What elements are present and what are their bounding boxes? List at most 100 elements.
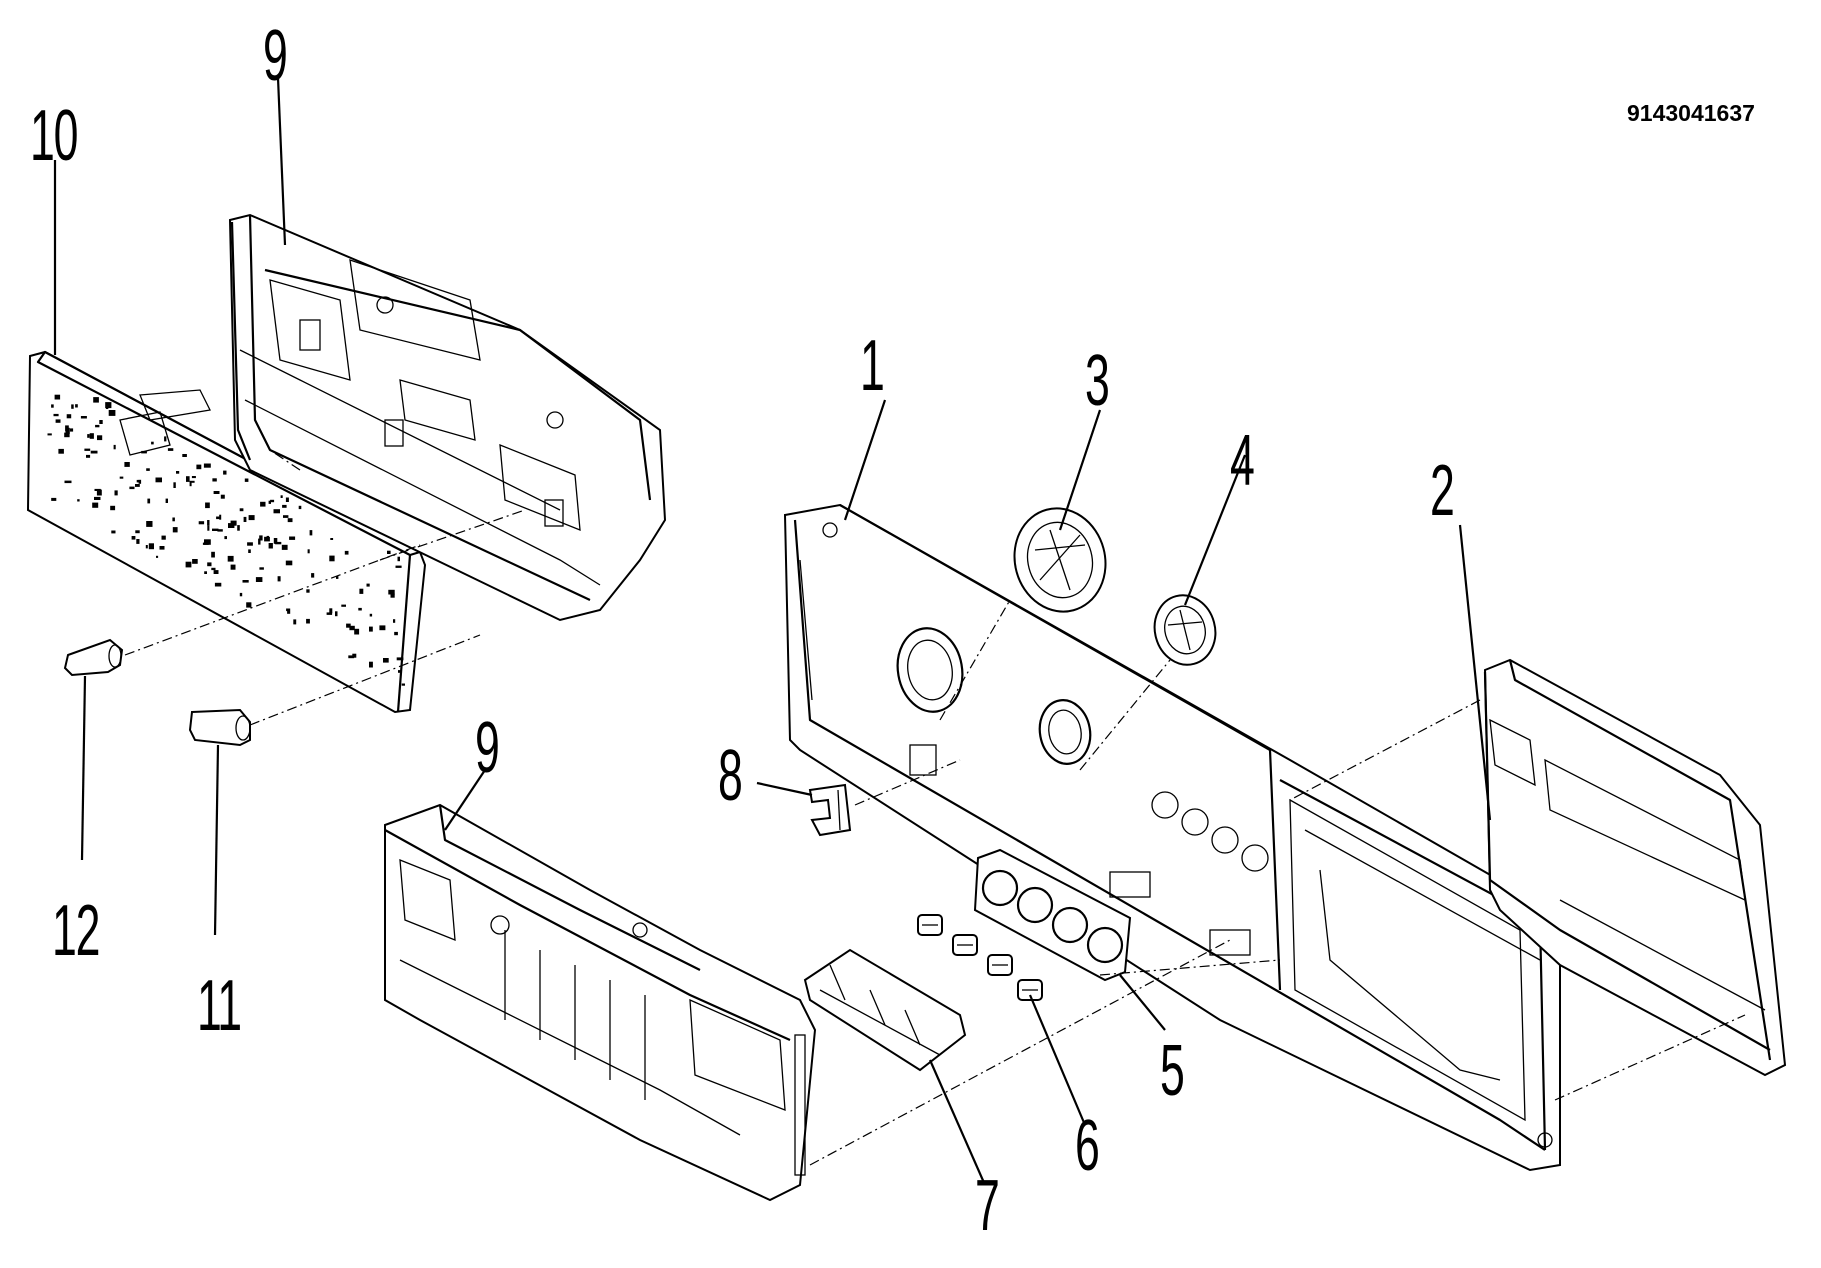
- pcb-component: [97, 435, 103, 441]
- callout-4: 4: [1230, 421, 1255, 501]
- pcb-component: [398, 670, 402, 673]
- pcb-component: [176, 471, 180, 474]
- callout-1: 1: [860, 326, 885, 406]
- pcb-component: [336, 576, 339, 579]
- pcb-component: [94, 496, 101, 500]
- pcb-component: [211, 567, 216, 571]
- pcb-component: [172, 517, 175, 522]
- pcb-component: [379, 625, 386, 631]
- pcb-component: [69, 428, 74, 432]
- pcb-component: [119, 476, 124, 479]
- pcb-component: [369, 626, 373, 632]
- part-5-button-carrier: [973, 848, 1132, 982]
- pcb-component: [311, 573, 315, 578]
- pcb-component: [248, 515, 255, 521]
- pcb-component: [205, 502, 210, 509]
- pcb-component: [359, 588, 364, 594]
- pcb-component: [212, 478, 217, 482]
- pcb-component: [165, 498, 168, 503]
- pcb-component: [220, 494, 225, 499]
- pcb-component: [198, 521, 205, 525]
- pcb-component: [124, 462, 130, 467]
- pcb-component: [207, 525, 210, 531]
- pcb-component: [344, 550, 349, 555]
- pcb-component: [369, 661, 373, 668]
- pcb-component: [230, 564, 236, 570]
- pcb-component: [273, 509, 280, 514]
- pcb-component: [346, 623, 351, 628]
- pcb-component: [135, 484, 140, 487]
- pcb-component: [131, 536, 136, 540]
- pcb-component: [156, 555, 159, 558]
- pcb-component: [138, 479, 142, 484]
- pcb-component: [401, 683, 405, 686]
- pcb-component: [111, 530, 116, 534]
- pcb-component: [306, 589, 310, 593]
- pcb-component: [173, 482, 176, 488]
- pcb-component: [352, 653, 357, 658]
- callout-2: 2: [1430, 451, 1455, 531]
- pcb-component: [282, 504, 287, 508]
- pcb-component: [164, 436, 167, 442]
- callout-12: 12: [52, 891, 100, 971]
- pcb-component: [203, 463, 211, 468]
- pcb-component: [393, 619, 396, 623]
- pcb-component: [216, 516, 220, 520]
- pcb-component: [260, 501, 266, 507]
- pcb-component: [113, 444, 116, 450]
- pcb-component: [237, 525, 240, 531]
- pcb-component: [146, 521, 153, 527]
- part-number-label: 9143041637: [1627, 100, 1755, 126]
- pcb-component: [191, 476, 196, 479]
- pcb-component: [387, 550, 391, 554]
- callout-8: 8: [718, 736, 743, 816]
- pcb-component: [329, 608, 333, 614]
- pcb-component: [136, 479, 139, 483]
- pcb-component: [55, 419, 61, 423]
- callout-9-lower: 9: [475, 708, 500, 788]
- part-11-pin: [188, 708, 251, 747]
- pcb-component: [64, 432, 70, 438]
- pcb-component: [207, 562, 212, 567]
- pcb-component: [329, 555, 335, 562]
- pcb-component: [335, 611, 338, 617]
- pcb-component: [306, 618, 310, 624]
- pcb-component: [71, 404, 74, 409]
- pcb-component: [395, 565, 402, 568]
- pcb-component: [161, 535, 166, 540]
- pcb-component: [283, 515, 289, 518]
- pcb-component: [397, 556, 400, 562]
- pcb-component: [64, 480, 72, 484]
- pcb-component: [281, 544, 288, 550]
- callout-6: 6: [1075, 1106, 1100, 1186]
- pcb-component: [239, 592, 243, 597]
- pcb-component: [108, 410, 116, 416]
- pcb-component: [390, 593, 395, 598]
- pcb-component: [86, 454, 91, 458]
- pcb-component: [247, 542, 253, 546]
- pcb-component: [289, 536, 296, 540]
- pcb-component: [53, 413, 59, 417]
- callout-7: 7: [975, 1166, 1000, 1246]
- pcb-component: [383, 658, 389, 663]
- pcb-component: [330, 538, 334, 540]
- pcb-component: [268, 500, 271, 504]
- pcb-component: [358, 607, 362, 611]
- pcb-component: [273, 538, 278, 544]
- pcb-component: [354, 628, 360, 635]
- pcb-component: [87, 434, 90, 438]
- pcb-component: [51, 497, 57, 501]
- part-2-fascia: [1483, 658, 1787, 1077]
- pcb-component: [307, 549, 310, 554]
- pcb-component: [185, 561, 192, 568]
- pcb-component: [182, 454, 187, 457]
- pcb-component: [145, 545, 148, 549]
- pcb-component: [214, 582, 222, 587]
- part-6-buttons: [917, 914, 1043, 1001]
- pcb-component: [51, 404, 54, 408]
- pcb-component: [89, 433, 94, 439]
- part-12-pin: [63, 638, 124, 677]
- pcb-component: [202, 542, 209, 545]
- callout-9-upper: 9: [263, 16, 288, 96]
